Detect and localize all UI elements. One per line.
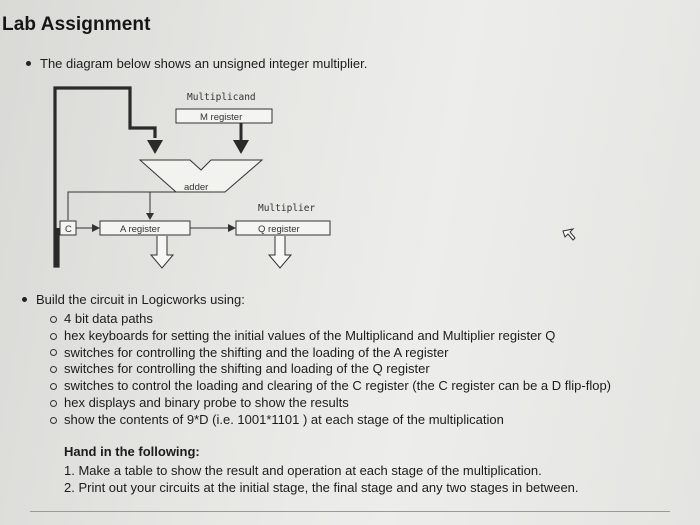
page-title: Lab Assignment: [2, 14, 151, 35]
list-item: switches for controlling the shifting an…: [50, 361, 611, 378]
a-feedback-wire: [53, 86, 157, 268]
q-output-hollow-arrow: [267, 236, 293, 269]
bullet-dot: [22, 297, 27, 302]
circle-bullet-icon: [50, 332, 57, 340]
circle-bullet-icon: [50, 416, 57, 424]
list-item: 1. Make a table to show the result and o…: [64, 463, 542, 478]
list-item: 2. Print out your circuits at the initia…: [64, 480, 579, 495]
multiplier-label: Multiplier: [258, 203, 315, 214]
circle-bullet-icon: [50, 366, 57, 374]
q-register-label: Q register: [258, 224, 300, 235]
intro-bullet: The diagram below shows an unsigned inte…: [26, 56, 367, 71]
carry-wire: [67, 191, 176, 220]
bottom-divider: [30, 511, 670, 512]
hand-in-list: 1. Make a table to show the result and o…: [64, 462, 579, 496]
adder-output-arrow: [146, 213, 154, 220]
build-heading: Build the circuit in Logicworks using:: [36, 292, 245, 307]
adder-shape: [138, 159, 264, 193]
circle-bullet-icon: [50, 315, 57, 323]
m-register-label: M register: [200, 112, 242, 123]
circle-bullet-icon: [50, 383, 57, 391]
mouse-pointer-icon: [562, 228, 576, 241]
list-item: 4 bit data paths: [50, 311, 611, 328]
c-register-label: C: [65, 224, 72, 235]
multiplier-diagram: Multiplicand M register adder Multiplier…: [53, 86, 331, 269]
circle-bullet-icon: [50, 349, 57, 357]
q-register-box: [235, 220, 331, 236]
hand-in-heading: Hand in the following:: [64, 444, 200, 459]
list-item: switches to control the loading and clea…: [50, 378, 611, 395]
adder-label: adder: [184, 182, 208, 193]
list-item: show the contents of 9*D (i.e. 1001*1101…: [50, 412, 611, 429]
bullet-dot: [26, 61, 31, 66]
intro-text: The diagram below shows an unsigned inte…: [40, 56, 368, 71]
a-output-hollow-arrow: [149, 236, 175, 269]
adder-left-input-arrow: [147, 140, 163, 154]
m-register-box: [175, 108, 273, 124]
list-item: hex displays and binary probe to show th…: [50, 395, 611, 412]
list-item: switches for controlling the shifting an…: [50, 345, 611, 362]
multiplicand-label: Multiplicand: [187, 92, 256, 103]
a-to-q-arrow: [228, 224, 236, 232]
build-bullet: Build the circuit in Logicworks using:: [22, 292, 245, 307]
a-register-label: A register: [120, 224, 160, 235]
list-item: hex keyboards for setting the initial va…: [50, 328, 611, 345]
c-to-a-arrow: [92, 224, 100, 232]
circle-bullet-icon: [50, 399, 57, 407]
build-sublist: 4 bit data paths hex keyboards for setti…: [50, 311, 611, 429]
adder-right-input-arrow: [233, 140, 249, 154]
